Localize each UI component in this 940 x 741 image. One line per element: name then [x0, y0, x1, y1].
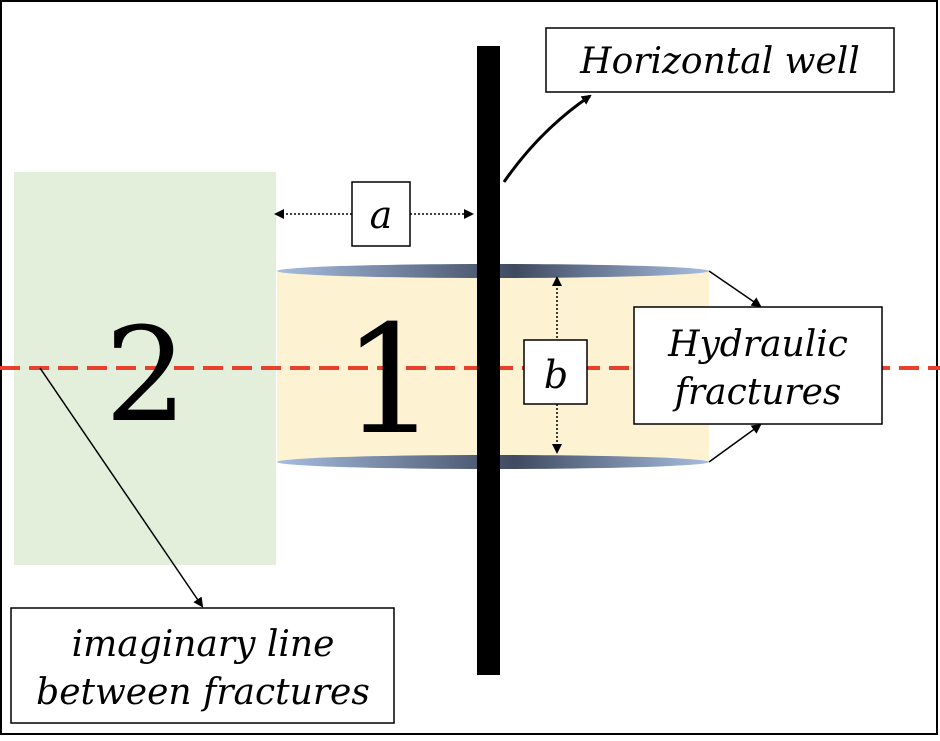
hydraulic-fractures-label-box	[633, 306, 883, 425]
region-2-number: 2	[105, 299, 188, 451]
dimension-a-label: a	[370, 193, 393, 237]
imaginary-line-arrow	[39, 367, 204, 608]
dimension-a-box	[351, 181, 411, 247]
horizontal-well-label-box	[545, 27, 895, 93]
horizontal-well-arrow	[502, 94, 592, 183]
hydraulic-fractures-label-line1: Hydraulic	[667, 324, 848, 365]
hydraulic-fractures-arrow-lower	[708, 423, 762, 463]
dimension-b-box	[523, 339, 588, 405]
imaginary-line-label-box	[10, 607, 395, 724]
hydraulic-fractures-label-line2: fractures	[672, 372, 842, 413]
dimension-b-label: b	[544, 353, 568, 397]
horizontal-well-bar	[477, 46, 500, 675]
hydraulic-fractures-arrow-upper	[708, 270, 762, 308]
imaginary-line-label-line2: between fractures	[36, 672, 370, 713]
imaginary-line-label-line1: imaginary line	[72, 624, 335, 665]
region-1-number: 1	[342, 294, 437, 468]
horizontal-well-label: Horizontal well	[579, 41, 860, 82]
